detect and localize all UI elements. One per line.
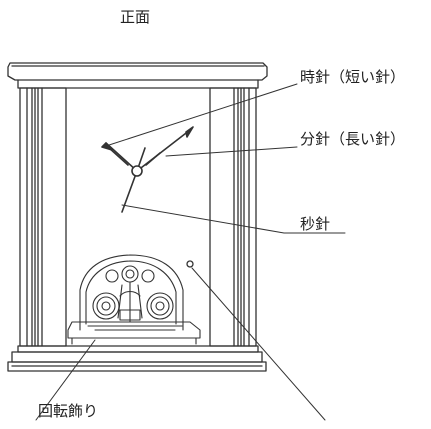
view-title: 正面 — [120, 8, 151, 26]
clock-base — [7, 345, 267, 372]
leader-lines — [35, 83, 346, 421]
left-pillar — [19, 87, 67, 347]
pin — [186, 260, 194, 268]
hour-hand-label: 時針（短い針） — [300, 68, 406, 86]
second-hand-label: 秒針 — [300, 215, 331, 233]
leader-hour — [105, 83, 298, 147]
clock-hands — [101, 126, 194, 213]
clock-crown — [7, 62, 268, 89]
hand-pivot — [131, 165, 143, 177]
hour-hand-line — [105, 142, 138, 172]
leader-second — [121, 204, 346, 234]
right-pillar — [209, 87, 257, 347]
leader-ornament — [35, 339, 96, 421]
minute-hand-tip — [185, 126, 194, 138]
rotating-ornament-label: 回転飾り — [38, 402, 99, 420]
minute-hand-label: 分針（長い針） — [300, 130, 406, 148]
leader-minute — [165, 146, 298, 157]
leader-pin — [191, 267, 326, 421]
rotating-ornament — [67, 254, 201, 345]
